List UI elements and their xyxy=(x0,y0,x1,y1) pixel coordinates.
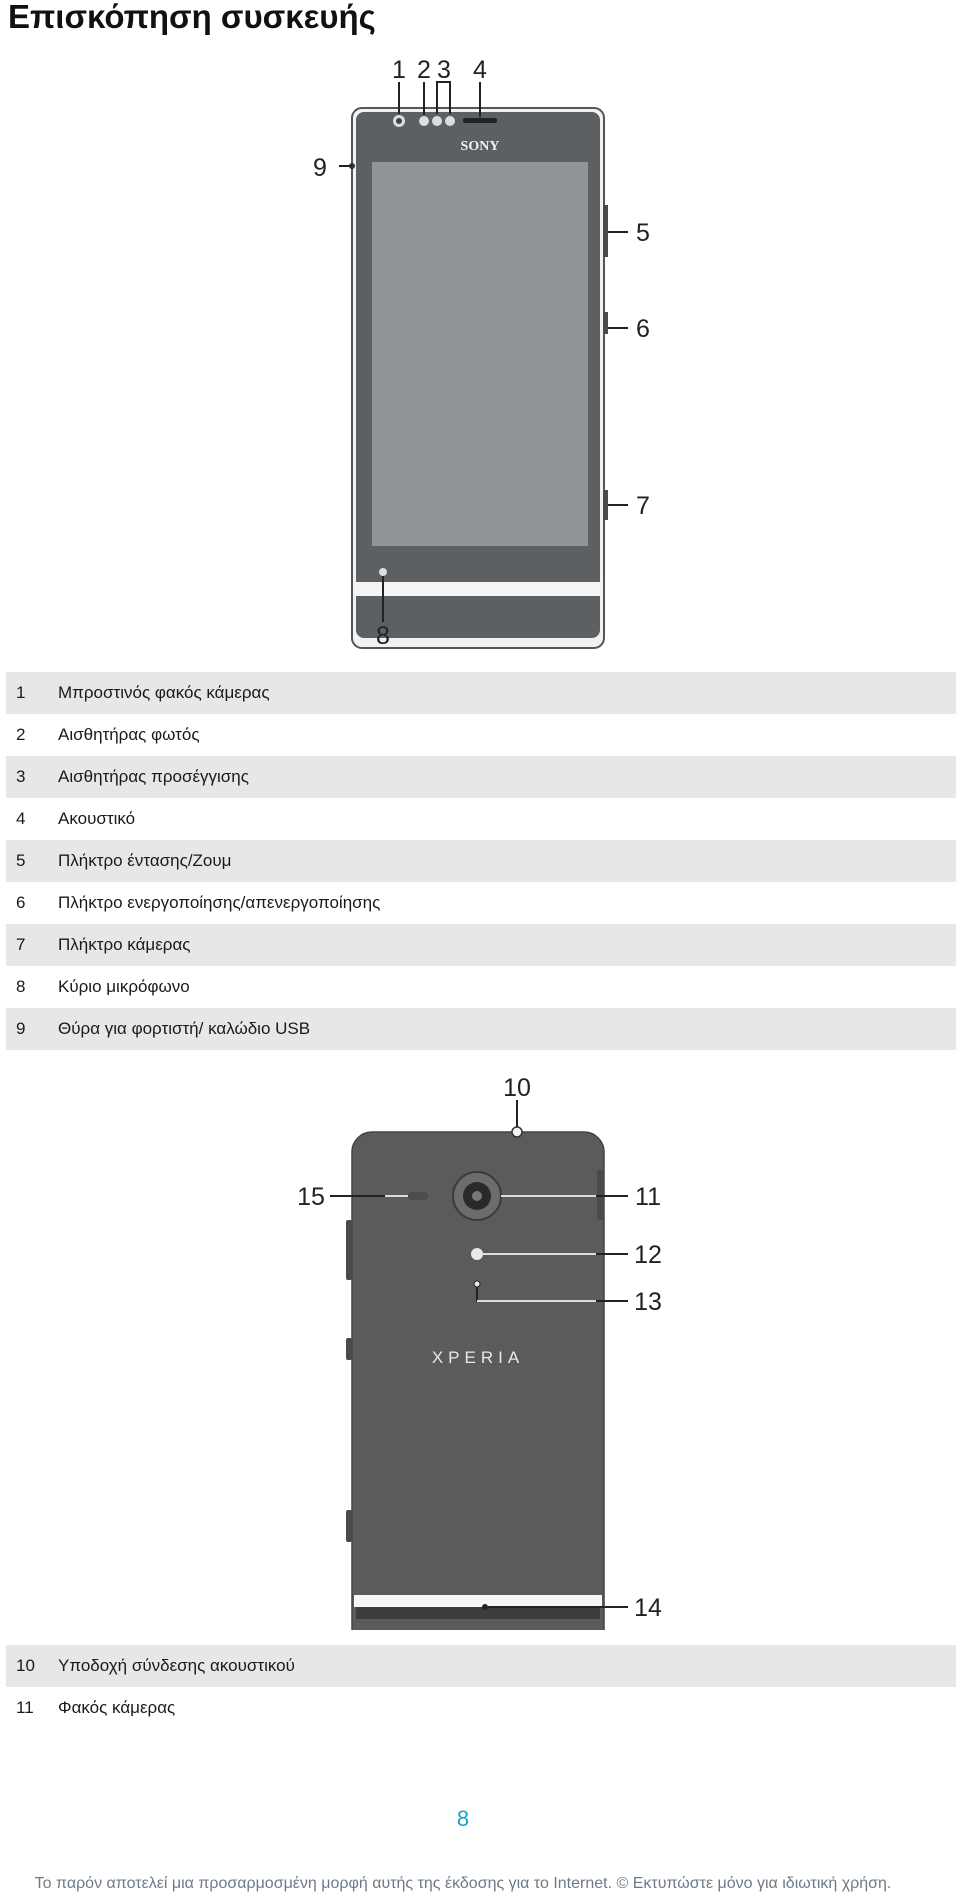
back-side-key-b xyxy=(346,1338,352,1360)
light-sensor-shape xyxy=(419,116,429,126)
legend-number: 7 xyxy=(16,935,26,954)
legend-row: 5 Πλήκτρο έντασης/Ζουμ xyxy=(6,840,956,882)
legend-number: 11 xyxy=(16,1698,34,1717)
power-key-shape xyxy=(603,312,608,334)
legend-text: Αισθητήρας προσέγγισης xyxy=(58,767,249,786)
callout-11: 11 xyxy=(635,1183,661,1211)
earpiece-shape xyxy=(463,118,497,123)
back-side-key-c xyxy=(346,1510,352,1542)
page-number: 8 xyxy=(456,1806,470,1831)
legend-text: Φακός κάμερας xyxy=(58,1698,176,1717)
legend-number: 6 xyxy=(16,893,26,912)
proximity-sensor-b xyxy=(445,116,455,126)
bottom-microphone-shape xyxy=(482,1604,488,1610)
callout-1: 1 xyxy=(392,56,406,84)
legend-row: 4 Ακουστικό xyxy=(6,798,956,840)
legend-row: 3 Αισθητήρας προσέγγισης xyxy=(6,756,956,798)
legend-text: Πλήκτρο κάμερας xyxy=(58,935,191,954)
callout-15: 15 xyxy=(297,1183,325,1211)
callout-6: 6 xyxy=(636,315,650,343)
front-device-figure: SONY 1 2 3 4 9 5 6 7 8 xyxy=(0,50,960,650)
volume-key-shape xyxy=(603,205,608,257)
xperia-logo: XPERIA xyxy=(432,1348,524,1367)
front-screen xyxy=(372,162,588,546)
speaker-shape xyxy=(408,1192,428,1200)
callout-2: 2 xyxy=(417,56,431,84)
legend-number: 4 xyxy=(16,809,26,828)
proximity-sensor-a xyxy=(432,116,442,126)
legend-number: 2 xyxy=(16,725,26,744)
legend-row: 9 Θύρα για φορτιστή/ καλώδιο USB xyxy=(6,1008,956,1050)
legend-row: 10 Υποδοχή σύνδεσης ακουστικού xyxy=(6,1645,956,1687)
legend-row: 8 Κύριο μικρόφωνο xyxy=(6,966,956,1008)
back-side-key-a xyxy=(346,1220,352,1280)
camera-key-shape xyxy=(603,490,608,520)
page-title: Επισκόπηση συσκευής xyxy=(8,0,376,35)
main-microphone-shape xyxy=(379,568,387,576)
headset-jack-shape xyxy=(511,1126,523,1138)
legend-text: Υποδοχή σύνδεσης ακουστικού xyxy=(58,1656,295,1675)
legend-row: 7 Πλήκτρο κάμερας xyxy=(6,924,956,966)
legend-text: Ακουστικό xyxy=(58,809,136,828)
legend-number: 8 xyxy=(16,977,26,996)
legend-number: 3 xyxy=(16,767,26,786)
back-device-figure: XPERIA 10 15 11 12 13 14 xyxy=(0,1070,960,1630)
callout-14: 14 xyxy=(634,1594,662,1622)
legend-number: 9 xyxy=(16,1019,26,1038)
legend-number: 10 xyxy=(16,1656,35,1675)
legend-text: Πλήκτρο έντασης/Ζουμ xyxy=(58,851,232,870)
callout-8: 8 xyxy=(376,622,390,650)
callout-10: 10 xyxy=(503,1074,531,1102)
callout-5: 5 xyxy=(636,219,650,247)
back-legend-table: 10 Υποδοχή σύνδεσης ακουστικού 11 Φακός … xyxy=(6,1645,956,1729)
legend-number: 5 xyxy=(16,851,26,870)
legend-number: 1 xyxy=(16,683,26,702)
legend-row: 6 Πλήκτρο ενεργοποίησης/απενεργοποίησης xyxy=(6,882,956,924)
sony-logo: SONY xyxy=(461,139,500,154)
callout-7: 7 xyxy=(636,492,650,520)
footer-note: Το παρόν αποτελεί μια προσαρμοσμένη μορφ… xyxy=(34,1875,892,1892)
callout-13: 13 xyxy=(634,1288,662,1316)
legend-text: Κύριο μικρόφωνο xyxy=(58,977,190,996)
back-phone-body xyxy=(351,1131,605,1630)
legend-row: 11 Φακός κάμερας xyxy=(6,1687,956,1729)
legend-text: Θύρα για φορτιστή/ καλώδιο USB xyxy=(58,1019,311,1038)
legend-text: Αισθητήρας φωτός xyxy=(58,725,200,744)
legend-text: Πλήκτρο ενεργοποίησης/απενεργοποίησης xyxy=(58,893,381,912)
legend-row: 2 Αισθητήρας φωτός xyxy=(6,714,956,756)
front-legend-table: 1 Μπροστινός φακός κάμερας 2 Αισθητήρας … xyxy=(6,672,956,1050)
callout-3: 3 xyxy=(437,56,451,84)
callout-9: 9 xyxy=(313,154,327,182)
callout-4: 4 xyxy=(473,56,487,84)
camera-flash-shape xyxy=(471,1248,483,1260)
callout-12: 12 xyxy=(634,1241,662,1269)
second-microphone-shape xyxy=(473,1280,481,1288)
legend-row: 1 Μπροστινός φακός κάμερας xyxy=(6,672,956,714)
legend-text: Μπροστινός φακός κάμερας xyxy=(58,683,270,702)
